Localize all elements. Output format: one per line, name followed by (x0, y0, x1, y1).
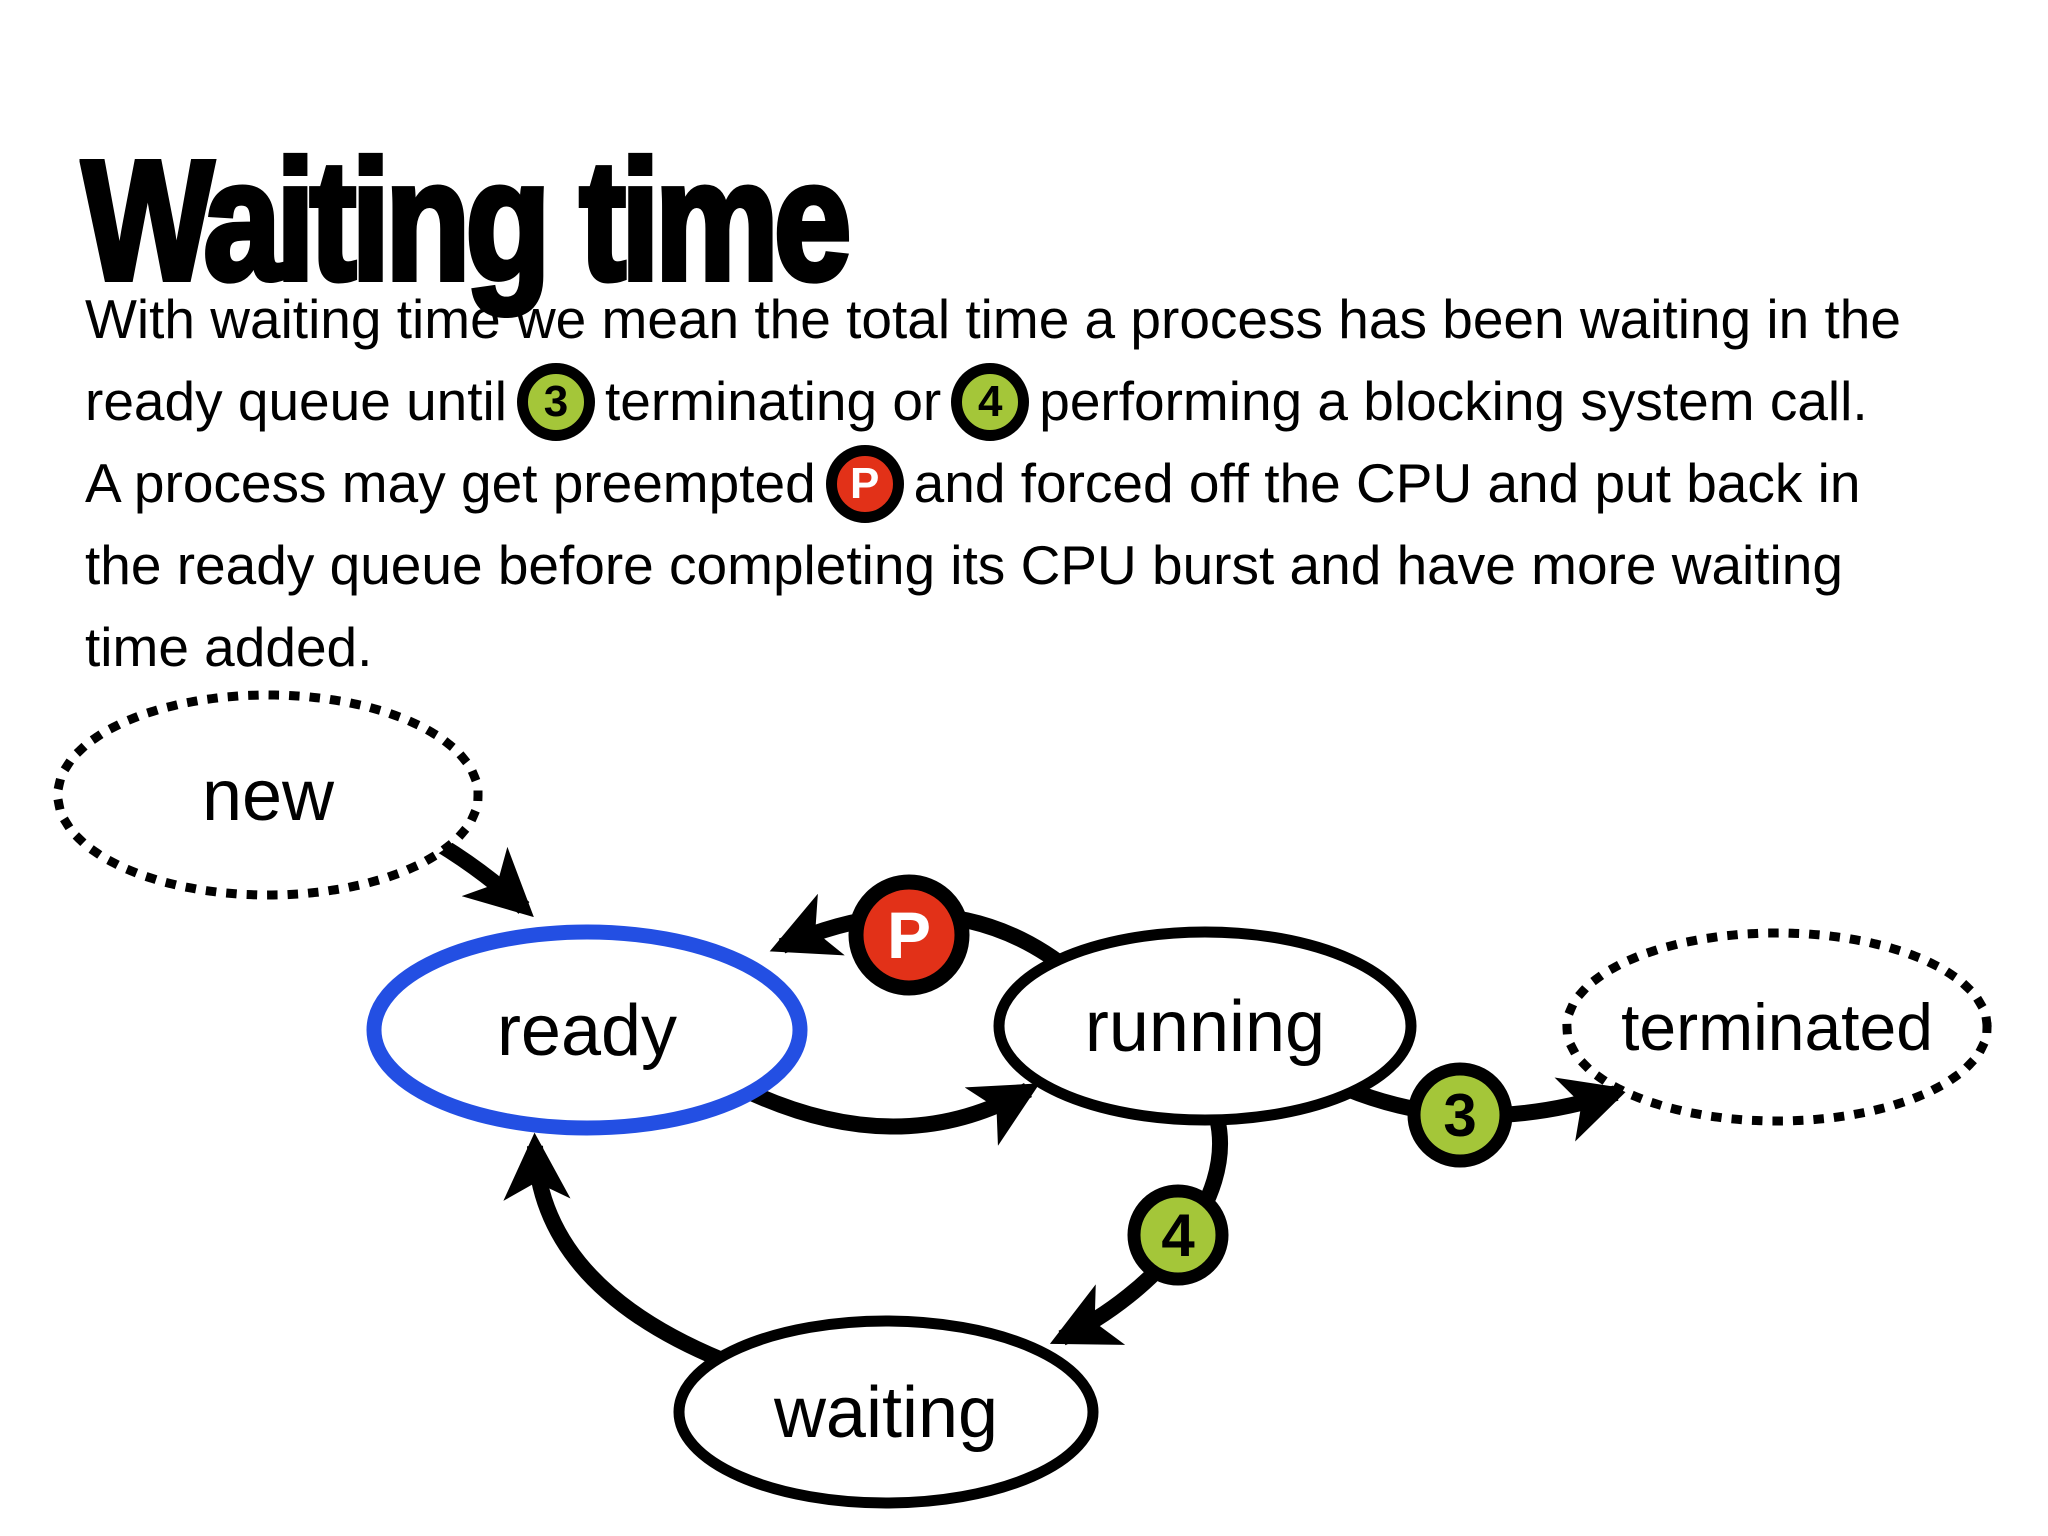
preempt-badge-circle (848, 874, 970, 996)
block-badge-label: 4 (1161, 1202, 1195, 1269)
paragraph-text: terminating or (604, 370, 942, 432)
paragraph-line: With waiting time we mean the total time… (85, 278, 1901, 360)
running-ellipse (993, 926, 1417, 1126)
terminate-badge-label: 3 (543, 377, 569, 427)
paragraph-text: With waiting time we mean the total time… (85, 288, 1901, 350)
edge-ready-to-running (741, 1082, 1040, 1146)
state-node-waiting: waiting (673, 1315, 1099, 1509)
ready-label: ready (497, 991, 677, 1071)
paragraph-line: the ready queue before completing its CP… (85, 524, 1901, 606)
state-node-running: running (993, 926, 1417, 1126)
waiting-ellipse (673, 1315, 1099, 1509)
paragraph-text: performing a blocking system call. (1039, 370, 1868, 432)
state-node-ready: ready (366, 924, 808, 1136)
terminate-badge-label: 3 (1443, 1082, 1476, 1149)
page-title: Waiting time (80, 125, 854, 316)
terminated-ellipse (1562, 928, 1992, 1126)
terminated-label: terminated (1621, 990, 1933, 1064)
paragraph-text: and forced off the CPU and put back in (913, 452, 1861, 514)
body-paragraph: With waiting time we mean the total time… (85, 278, 1901, 688)
paragraph-line: time added. (85, 606, 1901, 688)
block-badge-label: 4 (978, 377, 1003, 427)
preempt-badge-label: P (887, 898, 931, 972)
block-badge-circle (1127, 1184, 1229, 1286)
terminate-badge-circle (1407, 1062, 1513, 1168)
terminate-badge-inline: 3 (516, 363, 595, 442)
waiting-label: waiting (773, 1373, 998, 1453)
state-node-terminated: terminated (1562, 928, 1992, 1126)
preempt-badge-diagram: P (848, 874, 970, 996)
new-ellipse (53, 690, 483, 900)
ready-ellipse (366, 924, 808, 1136)
edge-waiting-to-ready (503, 1132, 726, 1368)
new-label: new (202, 756, 335, 836)
terminate-badge-diagram: 3 (1407, 1062, 1513, 1168)
preempt-badge-inline: P (825, 445, 904, 524)
paragraph-line: ready queue until 3 terminating or 4 perform… (85, 360, 1901, 442)
paragraph-text: ready queue until (85, 370, 507, 432)
block-badge-diagram: 4 (1127, 1184, 1229, 1286)
preempt-badge-label: P (849, 459, 880, 509)
state-node-new: new (53, 690, 483, 900)
block-badge-inline: 4 (951, 363, 1030, 442)
running-label: running (1085, 987, 1325, 1067)
paragraph-text: the ready queue before completing its CP… (85, 534, 1843, 596)
paragraph-text: time added. (85, 616, 373, 678)
paragraph-text: A process may get preempted (85, 452, 816, 514)
